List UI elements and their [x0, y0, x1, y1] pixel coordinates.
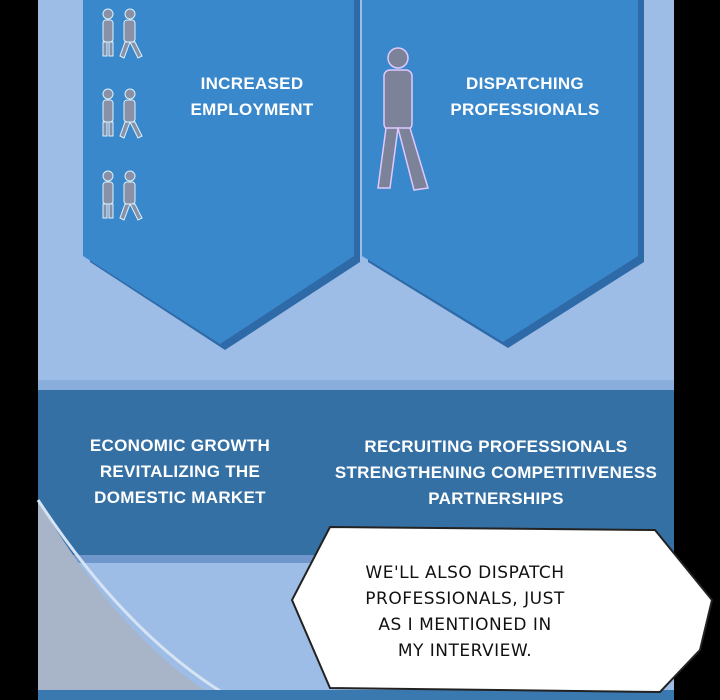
- speech-line: MY INTERVIEW.: [397, 641, 533, 661]
- banner-label-dispatching: DISPATCHING PROFESSIONALS: [440, 71, 610, 123]
- speech-line: WE'LL ALSO DISPATCH: [365, 563, 565, 583]
- label-line: DISPATCHING: [466, 74, 584, 93]
- band-line: DOMESTIC MARKET: [94, 488, 266, 507]
- speech-line: PROFESSIONALS, JUST: [365, 589, 565, 609]
- label-line: EMPLOYMENT: [190, 100, 314, 119]
- speech-line: AS I MENTIONED IN: [378, 615, 552, 635]
- banner-left: [83, 0, 354, 344]
- band-line: RECRUITING PROFESSIONALS: [364, 437, 628, 456]
- band-line: STRENGTHENING COMPETITIVENESS: [334, 463, 658, 482]
- label-line: PROFESSIONALS: [450, 100, 600, 119]
- walking-people-icon: [102, 8, 143, 221]
- walking-man-icon: [377, 47, 429, 191]
- band-line: ECONOMIC GROWTH: [89, 436, 271, 455]
- band-left-text: ECONOMIC GROWTH REVITALIZING THE DOMESTI…: [70, 433, 290, 511]
- label-line: INCREASED: [200, 74, 304, 93]
- banner-right: [362, 0, 638, 342]
- banner-label-employment: INCREASED EMPLOYMENT: [172, 71, 332, 123]
- speech-bubble-text: WE'LL ALSO DISPATCH PROFESSIONALS, JUST …: [360, 560, 570, 664]
- band-right-text: RECRUITING PROFESSIONALS STRENGTHENING C…: [316, 434, 676, 512]
- band-line: PARTNERSHIPS: [428, 489, 564, 508]
- band-line: REVITALIZING THE: [99, 462, 261, 481]
- speech-bubble: [290, 525, 714, 694]
